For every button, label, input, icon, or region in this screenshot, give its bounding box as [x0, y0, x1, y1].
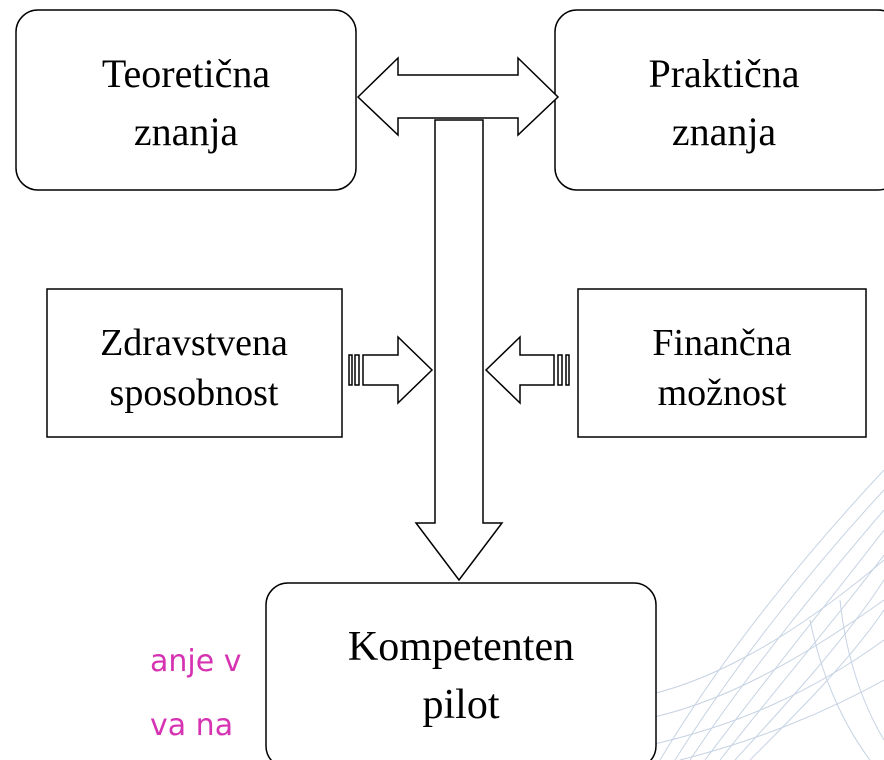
down-arrow	[414, 119, 504, 582]
financial-line1: Finančna	[652, 322, 791, 364]
theoretical-line2: znanja	[134, 109, 239, 154]
striped-arrow-left	[484, 335, 570, 405]
result-line2: pilot	[422, 682, 499, 728]
cut-off-text-line1: anje v	[150, 644, 242, 679]
striped-arrow-right	[348, 335, 434, 405]
box-competent-pilot: Kompetenten pilot	[265, 582, 657, 760]
practical-line2: znanja	[672, 109, 777, 154]
decorative-wave-lines	[619, 469, 884, 760]
financial-line2: možnost	[658, 372, 787, 414]
box-financial-ability: Finančna možnost	[577, 288, 867, 438]
box-practical-knowledge: Praktična znanja	[554, 9, 884, 191]
health-line2: sposobnost	[110, 372, 279, 414]
box-health-ability: Zdravstvena sposobnost	[46, 288, 343, 438]
cut-off-text-line2: va na	[150, 708, 234, 743]
box-theoretical-knowledge: Teoretična znanja	[15, 9, 357, 191]
result-line1: Kompetenten	[348, 624, 574, 670]
theoretical-line1: Teoretična	[102, 51, 270, 96]
health-line1: Zdravstvena	[100, 322, 288, 364]
practical-line1: Praktična	[648, 51, 799, 96]
double-arrow-horizontal	[356, 56, 560, 137]
